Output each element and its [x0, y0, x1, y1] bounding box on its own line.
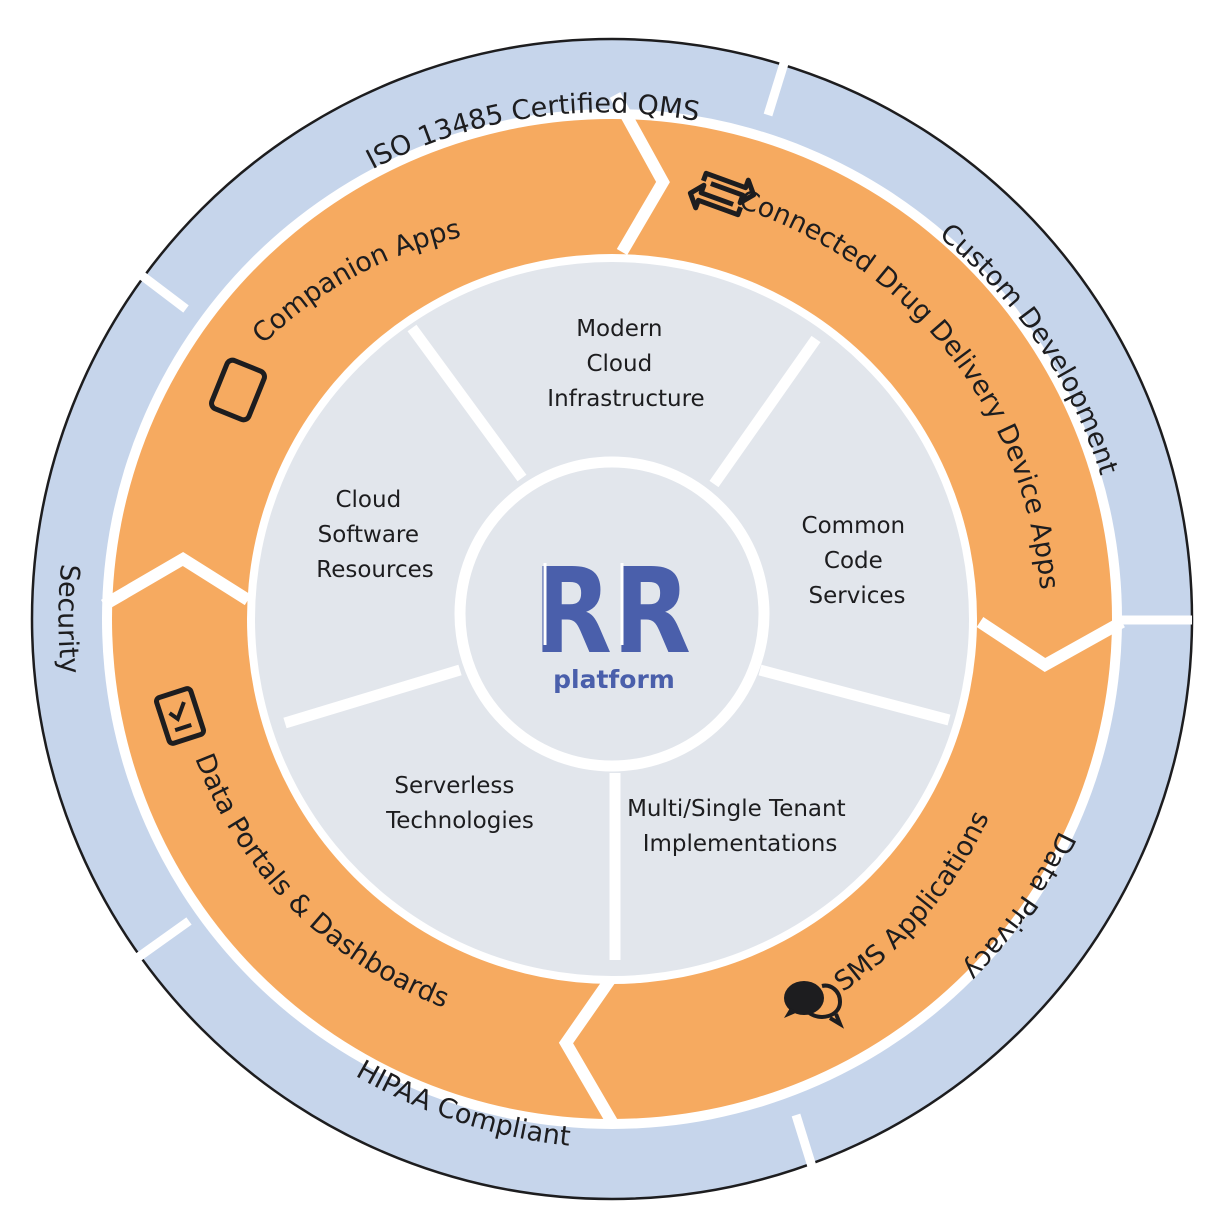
inner-line: Implementations: [643, 831, 838, 857]
inner-line: Infrastructure: [547, 386, 704, 412]
rr-platform-logo: RR platform: [533, 542, 691, 694]
middle-ring-chevrons: [100, 92, 1125, 1126]
inner-line: Code: [824, 548, 883, 574]
inner-line: Software: [318, 522, 419, 548]
smartphone-icon: [209, 357, 267, 423]
inner-line: Resources: [316, 557, 433, 583]
inner-ring-dividers: [283, 324, 951, 960]
inner-line: Cloud: [335, 487, 401, 513]
inner-line: Cloud: [586, 351, 652, 377]
center-hub: [454, 456, 770, 772]
inner-line: Serverless: [394, 773, 514, 799]
chat-bubbles-icon: [784, 981, 845, 1029]
inner-line: Common: [802, 513, 906, 539]
inner-line: Technologies: [385, 808, 534, 834]
inner-line: Services: [809, 583, 906, 609]
inner-label-modern-cloud: Modern Cloud Infrastructure: [547, 316, 704, 412]
inner-label-serverless: Serverless Technologies: [385, 773, 534, 834]
checklist-tablet-icon: [154, 686, 206, 746]
logo-letters: RR: [533, 542, 691, 680]
sync-arrows-icon: [687, 170, 757, 218]
inner-label-tenant: Multi/Single Tenant Implementations: [627, 796, 853, 857]
outer-ring-dividers: [121, 42, 1192, 1191]
inner-line: Modern: [576, 316, 662, 342]
inner-label-common-code: Common Code Services: [802, 513, 913, 609]
inner-label-cloud-software: Cloud Software Resources: [316, 487, 433, 583]
logo-word: platform: [553, 665, 675, 694]
outer-label-security: Security: [51, 563, 85, 675]
inner-line: Multi/Single Tenant: [627, 796, 846, 822]
